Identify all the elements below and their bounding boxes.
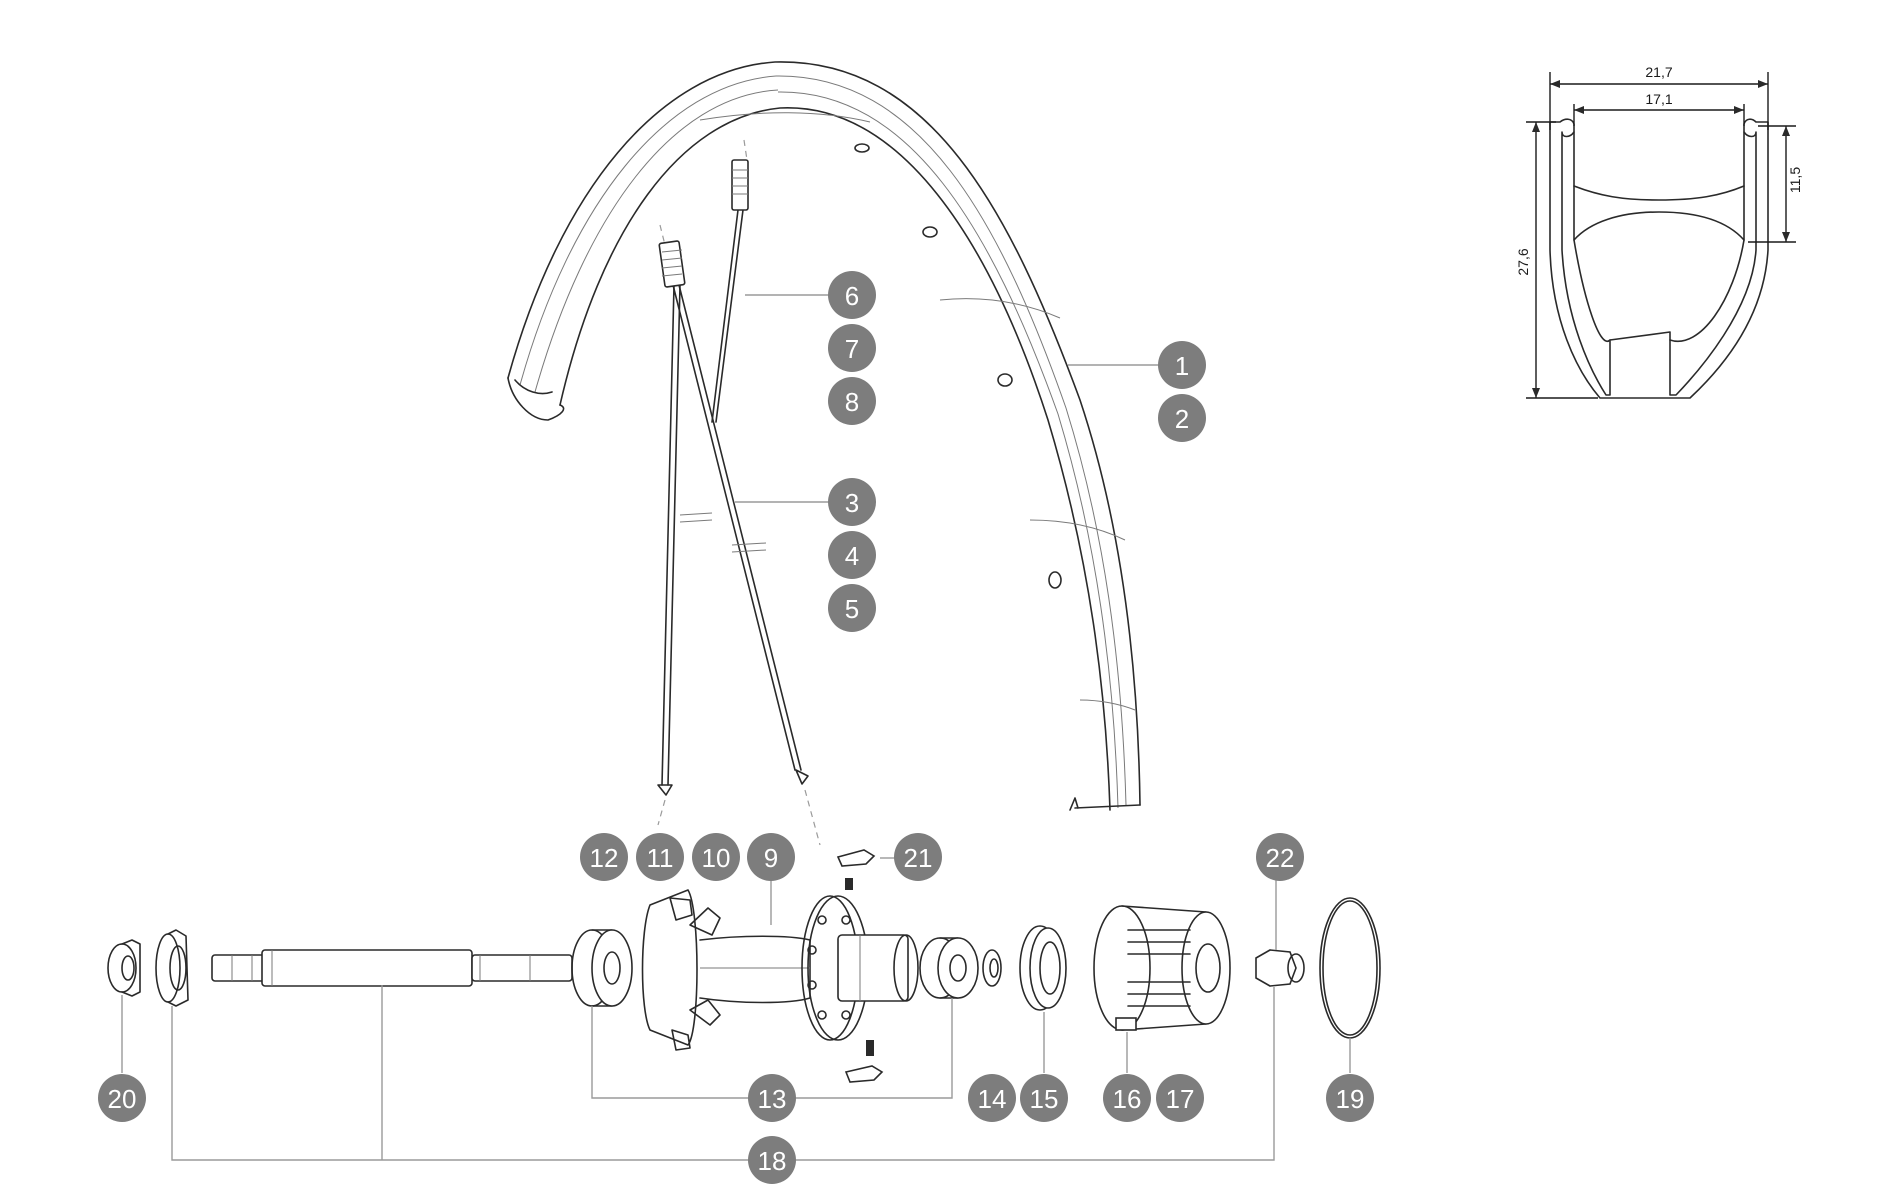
- bearing-left: [571, 929, 633, 1007]
- rim: [507, 61, 1141, 811]
- part-badge-14: 14: [968, 1074, 1016, 1122]
- hub-shell: [641, 889, 919, 1051]
- svg-text:13: 13: [758, 1084, 787, 1114]
- part-badge-3: 3: [828, 478, 876, 526]
- part-badge-17: 17: [1156, 1074, 1204, 1122]
- svg-text:9: 9: [764, 843, 778, 873]
- part-badges: 1 2 3 4 5 6 7 8 9 10 11 12 13 14 15 16 1…: [98, 271, 1374, 1184]
- part-badge-4: 4: [828, 531, 876, 579]
- freehub-body: [1093, 905, 1231, 1031]
- bearing-right: [919, 937, 979, 999]
- svg-text:22: 22: [1266, 843, 1295, 873]
- o-ring: [1319, 897, 1381, 1039]
- svg-text:11: 11: [647, 843, 674, 873]
- svg-text:1: 1: [1175, 351, 1189, 381]
- part-badge-7: 7: [828, 324, 876, 372]
- part-badge-9: 9: [747, 833, 795, 881]
- rim-profile: 21,7 17,1 27,6 11,5: [1515, 64, 1803, 399]
- part-badge-6: 6: [828, 271, 876, 319]
- svg-text:7: 7: [845, 334, 859, 364]
- seal-ring: [1019, 925, 1067, 1011]
- svg-text:3: 3: [845, 488, 859, 518]
- part-badge-11: 11: [636, 833, 684, 881]
- part-badge-12: 12: [580, 833, 628, 881]
- rim-inner-width-label: 17,1: [1645, 91, 1672, 107]
- svg-text:5: 5: [845, 594, 859, 624]
- part-badge-16: 16: [1103, 1074, 1151, 1122]
- svg-text:12: 12: [590, 843, 619, 873]
- part-badge-1: 1: [1158, 341, 1206, 389]
- svg-text:17: 17: [1166, 1084, 1195, 1114]
- svg-text:21: 21: [904, 843, 933, 873]
- part-badge-22: 22: [1256, 833, 1304, 881]
- part-badge-20: 20: [98, 1074, 146, 1122]
- spacer-ring: [982, 949, 1002, 987]
- part-badge-13: 13: [748, 1074, 796, 1122]
- part-badge-10: 10: [692, 833, 740, 881]
- rim-outer-width-label: 21,7: [1645, 64, 1672, 80]
- end-cap-left: [107, 939, 141, 997]
- rim-height-label: 27,6: [1515, 248, 1531, 275]
- part-badge-15: 15: [1020, 1074, 1068, 1122]
- rim-hook-depth-label: 11,5: [1787, 167, 1803, 193]
- axle: [211, 949, 573, 987]
- svg-text:10: 10: [702, 843, 731, 873]
- pawl-bottom: [844, 1040, 884, 1083]
- svg-text:2: 2: [1175, 404, 1189, 434]
- svg-text:4: 4: [845, 541, 859, 571]
- part-badge-2: 2: [1158, 394, 1206, 442]
- svg-text:6: 6: [845, 281, 859, 311]
- part-badge-8: 8: [828, 377, 876, 425]
- svg-text:18: 18: [758, 1146, 787, 1176]
- pawl-top: [836, 849, 876, 890]
- svg-text:19: 19: [1336, 1084, 1365, 1114]
- end-cap-right: [1255, 949, 1305, 987]
- part-badge-21: 21: [894, 833, 942, 881]
- svg-text:14: 14: [978, 1084, 1007, 1114]
- part-badge-18: 18: [748, 1136, 796, 1184]
- svg-text:8: 8: [845, 387, 859, 417]
- svg-text:20: 20: [108, 1084, 137, 1114]
- spokes: [657, 139, 821, 846]
- svg-text:16: 16: [1113, 1084, 1142, 1114]
- svg-text:15: 15: [1030, 1084, 1059, 1114]
- end-cap-right-left-side: [155, 929, 189, 1007]
- part-badge-19: 19: [1326, 1074, 1374, 1122]
- part-badge-5: 5: [828, 584, 876, 632]
